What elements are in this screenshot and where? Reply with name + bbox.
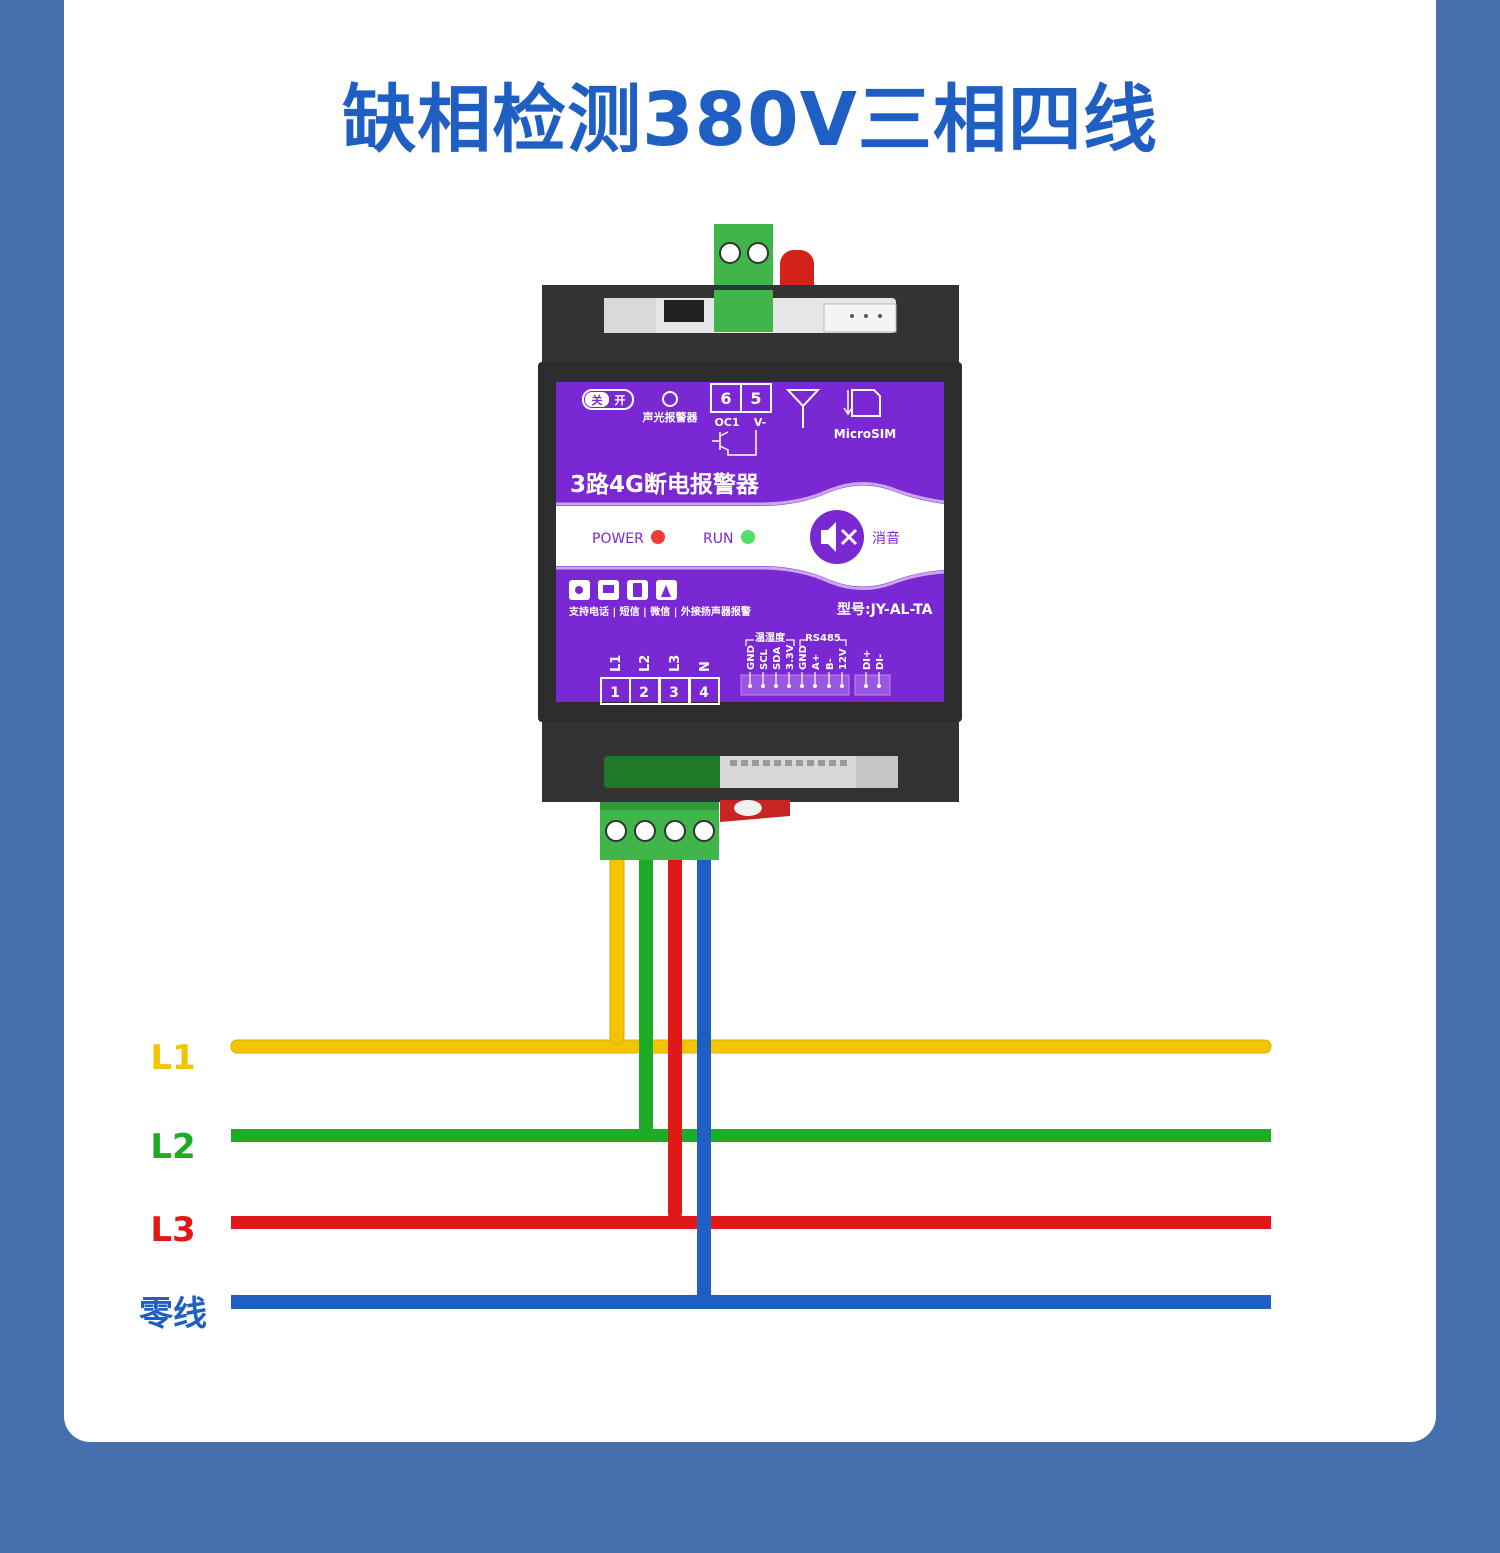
alarm-switch bbox=[582, 389, 634, 410]
terminal-number: 4 bbox=[699, 685, 709, 701]
oc-pin6: 6 bbox=[720, 389, 731, 408]
mute-label: 消音 bbox=[872, 530, 900, 547]
speaker-mute-icon bbox=[821, 522, 836, 552]
model-label: 型号:JY-AL-TA bbox=[837, 601, 933, 618]
line-label-neutral: 零线 bbox=[139, 1294, 207, 1334]
terminal-screw-2 bbox=[634, 820, 656, 842]
terminal-box bbox=[689, 677, 720, 705]
mute-button bbox=[810, 510, 864, 564]
bus-pin-label: SCL bbox=[759, 648, 770, 670]
run-led bbox=[741, 530, 755, 544]
line-label-l2: L2 bbox=[150, 1127, 196, 1167]
connector-slot bbox=[774, 760, 781, 766]
transistor-icon bbox=[712, 430, 757, 456]
drop-wires bbox=[609, 851, 711, 1305]
support-text: 支持电话 | 短信 | 微信 | 外接扬声器报警 bbox=[568, 605, 751, 618]
terminal-number: 3 bbox=[669, 685, 679, 701]
bus-pin-label: GND bbox=[798, 645, 809, 670]
connector-slot bbox=[741, 760, 748, 766]
bus-lines bbox=[230, 1039, 1272, 1309]
connector-slot bbox=[829, 760, 836, 766]
bus-pin-label: 3.3V bbox=[785, 644, 796, 670]
terminal-screw-1 bbox=[605, 820, 627, 842]
terminal-screw-4 bbox=[693, 820, 715, 842]
power-led bbox=[651, 530, 665, 544]
alarm-icon bbox=[662, 391, 678, 407]
connector-slot bbox=[730, 760, 737, 766]
phase-pin-label: L2 bbox=[638, 655, 653, 672]
pin-dot bbox=[864, 684, 868, 688]
v-minus-label: V- bbox=[754, 416, 766, 429]
page-title: 缺相检测380V三相四线 bbox=[342, 77, 1158, 163]
wire-neutral bbox=[697, 852, 711, 1305]
terminal-number: 2 bbox=[639, 685, 649, 701]
connector-slot bbox=[752, 760, 759, 766]
bus-pin-label: B- bbox=[825, 658, 836, 670]
connector-slot bbox=[818, 760, 825, 766]
connector-slot bbox=[763, 760, 770, 766]
pin-dot bbox=[787, 684, 791, 688]
oc1-label: OC1 bbox=[714, 416, 739, 429]
line-label-l3: L3 bbox=[150, 1210, 196, 1250]
oc-pin5: 5 bbox=[750, 389, 761, 408]
bus-pin-label: GND bbox=[746, 645, 757, 670]
pin-dot bbox=[761, 684, 765, 688]
pin-dot bbox=[840, 684, 844, 688]
switch-on-label: 开 bbox=[615, 394, 626, 407]
bus-pin-label: DI+ bbox=[862, 650, 873, 670]
phase-pin-label: L3 bbox=[668, 655, 683, 672]
connector-slot bbox=[840, 760, 847, 766]
terminal-screw-3 bbox=[664, 820, 686, 842]
wire-l3 bbox=[668, 852, 682, 1220]
switch-off-label: 关 bbox=[592, 393, 603, 407]
bus-line-neutral bbox=[231, 1295, 1271, 1309]
sim-card-icon bbox=[851, 389, 881, 417]
wire-l1 bbox=[609, 851, 625, 1045]
bus-pin-label: SDA bbox=[772, 646, 783, 670]
pin-dot bbox=[774, 684, 778, 688]
pin-dot bbox=[748, 684, 752, 688]
connector-slot bbox=[785, 760, 792, 766]
power-label: POWER bbox=[592, 531, 644, 547]
bus-line-l2 bbox=[231, 1129, 1271, 1142]
antenna-icon bbox=[785, 389, 821, 428]
microsim-label: MicroSIM bbox=[834, 427, 896, 441]
bus-line-l1 bbox=[230, 1039, 1272, 1054]
bus-pin-label: DI- bbox=[875, 654, 886, 670]
temp-group-label: 温湿度 bbox=[755, 631, 786, 644]
alarm-label: 声光报警器 bbox=[642, 410, 699, 424]
connector-slot bbox=[796, 760, 803, 766]
rs485-group-label: RS485 bbox=[805, 633, 841, 644]
phase-pin-label: L1 bbox=[609, 655, 624, 672]
line-label-l1: L1 bbox=[150, 1038, 196, 1078]
product-name: 3路4G断电报警器 bbox=[570, 471, 760, 498]
wire-l2 bbox=[639, 852, 653, 1135]
phase-pin-label: N bbox=[698, 661, 713, 672]
run-label: RUN bbox=[703, 531, 733, 547]
pin-dot bbox=[813, 684, 817, 688]
terminal-number: 1 bbox=[610, 685, 620, 701]
pin-dot bbox=[877, 684, 881, 688]
bus-pin-label: 12V bbox=[838, 648, 849, 670]
alarm-device: 关 开 声光报警器 6 5 OC1 V- MicroSIM 3路4G断电报警器 … bbox=[538, 224, 962, 860]
bus-pin-label: A+ bbox=[811, 654, 822, 670]
pin-dot bbox=[800, 684, 804, 688]
bus-line-l3 bbox=[231, 1216, 1271, 1229]
connector-slot bbox=[807, 760, 814, 766]
pin-dot bbox=[827, 684, 831, 688]
